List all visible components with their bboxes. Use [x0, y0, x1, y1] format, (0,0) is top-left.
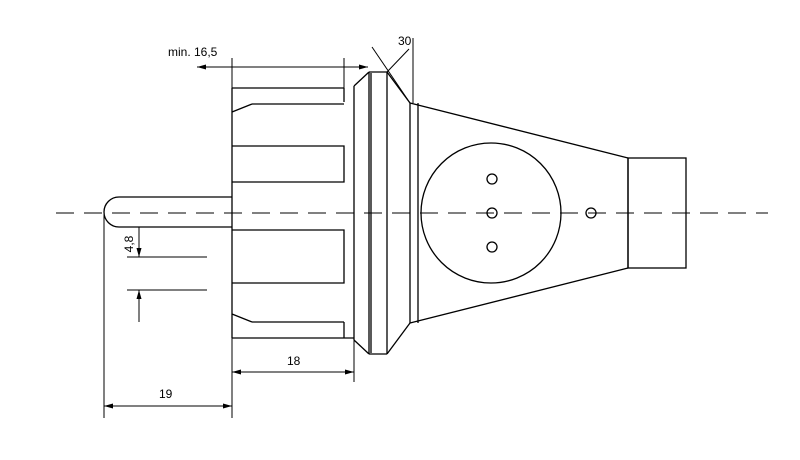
- dimension-pin-4-8: 4,8: [122, 227, 207, 322]
- svg-text:18: 18: [287, 354, 301, 368]
- svg-text:min. 16,5: min. 16,5: [168, 45, 218, 59]
- svg-text:30: 30: [398, 34, 412, 48]
- dimension-min-16-5: min. 16,5: [168, 45, 368, 88]
- contact-hole-center: [486, 207, 498, 219]
- svg-text:4,8: 4,8: [122, 235, 136, 252]
- plug-pin: [103, 196, 232, 228]
- plug-body: [231, 87, 354, 339]
- dimension-length-18: 18: [231, 338, 355, 382]
- contact-hole-bottom: [486, 241, 498, 253]
- plug-flange: [353, 71, 419, 355]
- contact-face: [420, 142, 597, 284]
- svg-text:19: 19: [159, 387, 173, 401]
- dimension-length-19: 19: [103, 212, 233, 418]
- contact-hole-top: [486, 173, 498, 185]
- dimension-angle-30: 30: [371, 34, 414, 104]
- plug-housing: [409, 102, 687, 324]
- side-hole: [585, 207, 597, 219]
